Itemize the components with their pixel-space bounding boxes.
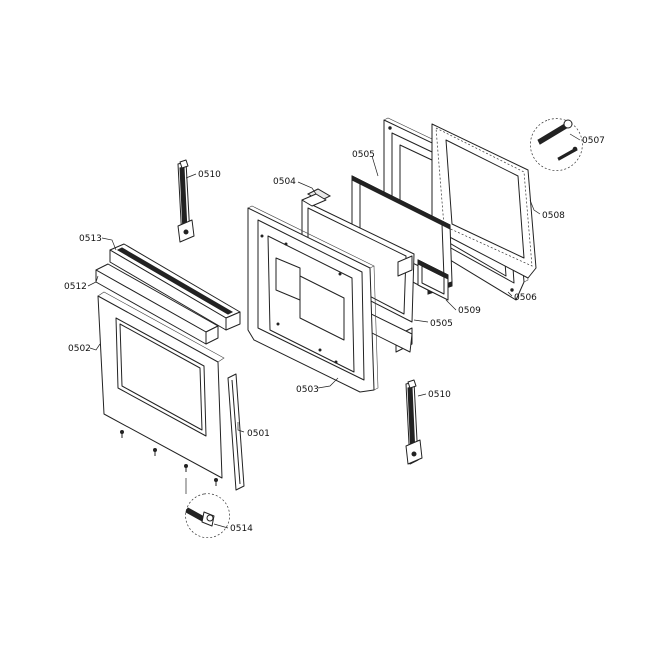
part-labels: 0510 0513 0512 0502 0504 0505 0508 0507 … <box>64 136 605 534</box>
label-0514: 0514 <box>230 524 253 534</box>
part-0510-hinge-top <box>177 159 195 243</box>
part-0507-screws <box>530 118 583 171</box>
label-0510-bottom: 0510 <box>428 390 451 400</box>
part-0502-outer-panel <box>97 291 225 486</box>
part-0510-hinge-bottom <box>405 379 423 465</box>
label-0503: 0503 <box>296 385 319 395</box>
label-0507: 0507 <box>582 136 605 146</box>
part-0509-retainer <box>417 259 449 301</box>
label-0504: 0504 <box>273 177 296 187</box>
label-0505-top: 0505 <box>352 150 375 160</box>
label-0505-bottom: 0505 <box>430 319 453 329</box>
label-0508: 0508 <box>542 211 565 221</box>
label-0510-top: 0510 <box>198 170 221 180</box>
leader-lines <box>87 133 581 529</box>
part-0514-screw <box>185 478 230 539</box>
label-0513: 0513 <box>79 234 102 244</box>
part-0501-side-frame <box>227 373 245 491</box>
label-0502: 0502 <box>68 344 91 354</box>
label-0509: 0509 <box>458 306 481 316</box>
part-0512-lower-trim <box>95 263 219 345</box>
label-0501: 0501 <box>247 429 270 439</box>
part-0503-inner-panel <box>247 205 379 393</box>
label-0512: 0512 <box>64 282 87 292</box>
part-0513-top-trim <box>109 243 241 331</box>
label-0506: 0506 <box>514 293 537 303</box>
